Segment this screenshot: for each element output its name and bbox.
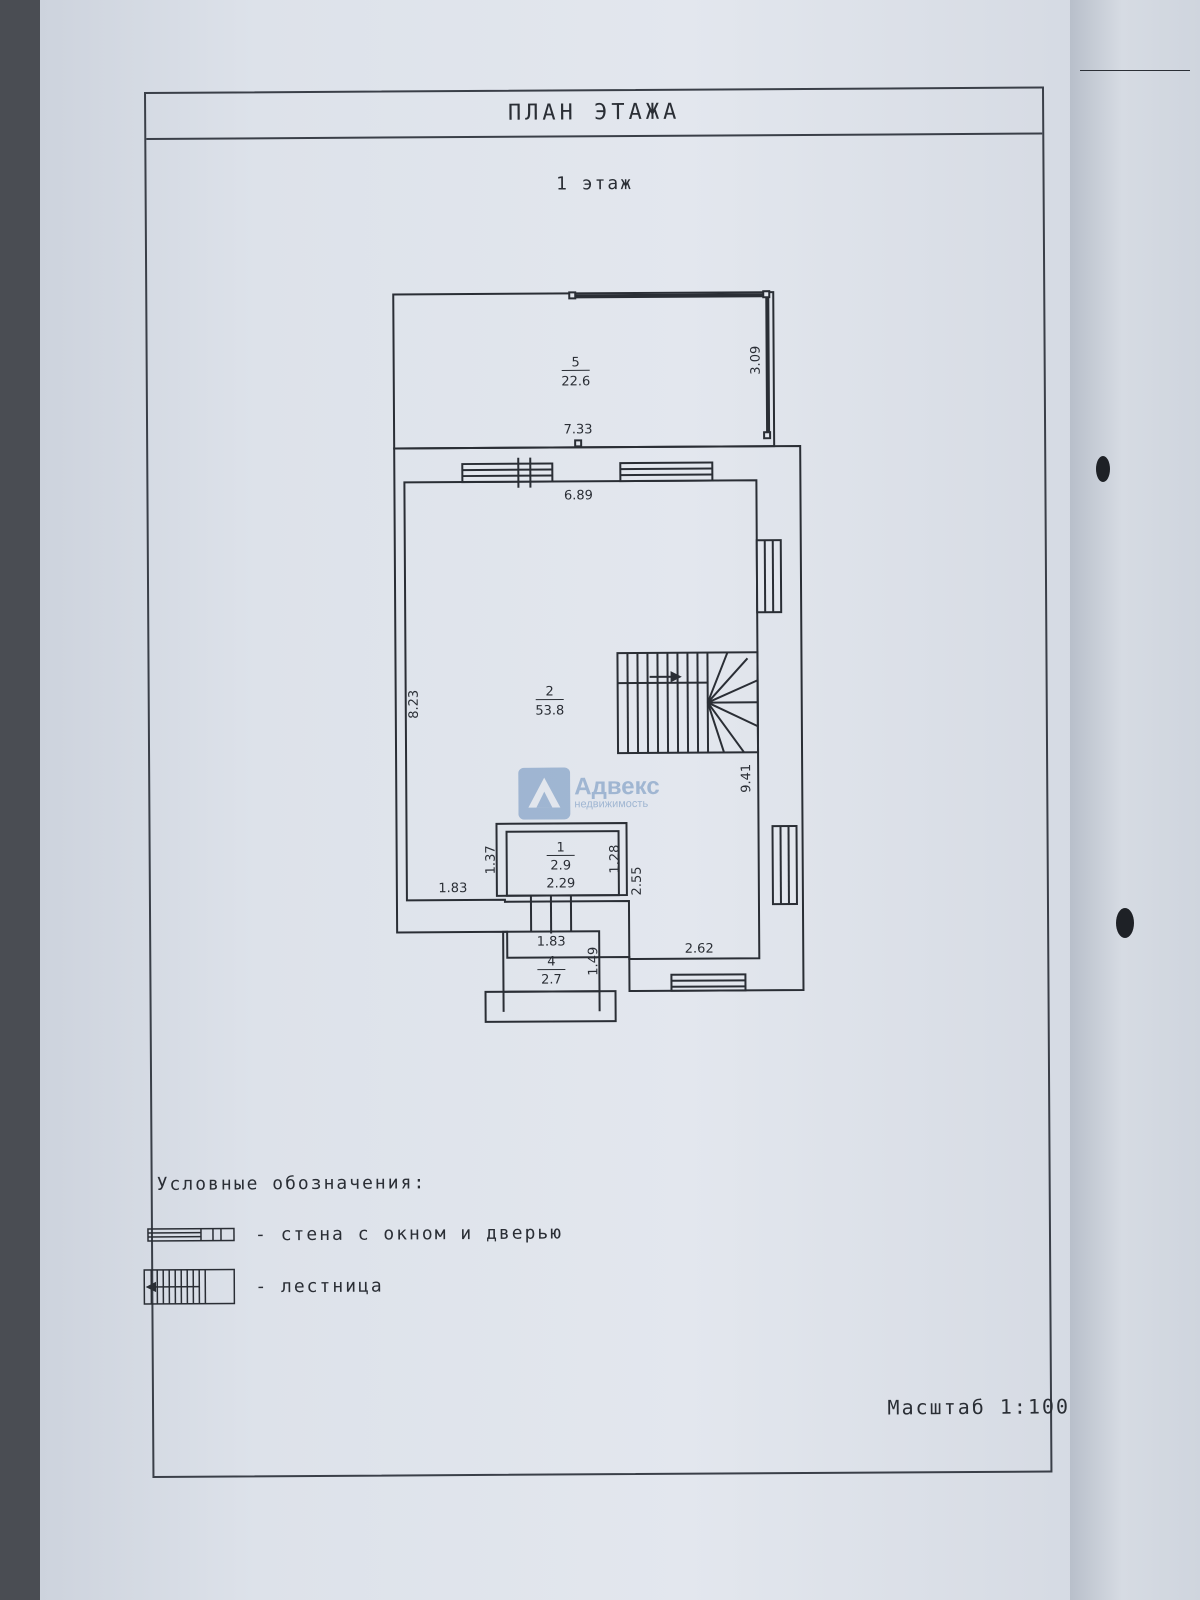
drawing-frame: ПЛАН ЭТАЖА 1 этаж [143,86,1070,1478]
dim-3-09: 3.09 [749,346,764,375]
dim-8-23: 8.23 [407,690,422,719]
watermark-logo: Адвекс недвижимость [518,767,660,820]
legend-label-wall: - стена с окном и дверью [254,1221,564,1245]
dim-1-83-left: 1.83 [438,881,467,896]
room-5-number: 5 [571,355,579,370]
legend-row-wall: - стена с окном и дверью [147,1215,563,1252]
dim-1-28: 1.28 [608,845,623,874]
dim-1-37: 1.37 [484,845,499,874]
window-top-right [619,461,714,483]
dim-2-29: 2.29 [546,876,575,891]
house-logo-icon [518,767,571,820]
scale-label: Масштаб 1:100 [887,1394,1071,1420]
dim-6-89: 6.89 [564,488,593,503]
paper-sheet [40,0,1120,1600]
dim-1-83-vestibule: 1.83 [537,934,566,949]
staircase-symbol-icon [143,1268,236,1305]
staircase [616,651,760,755]
binder-hole-top [1096,456,1110,482]
legend-row-stairs: - лестница [143,1268,384,1305]
legend-title: Условные обозначения: [156,1172,427,1195]
terrace-railing [573,293,771,437]
room-1-area: 2.9 [550,858,571,873]
room-1-number-label: 1 [556,840,564,855]
dim-2-55: 2.55 [630,866,645,895]
window-right-lower [771,825,798,906]
room-2-outline [403,479,761,961]
dim-2-62: 2.62 [685,942,714,957]
window-right-upper [755,539,783,614]
room-4-area: 2.7 [541,972,562,987]
floor-plan: 5 22.6 2 53.8 2 1 2.9 4 2.7 7.33 3.09 6.… [392,290,805,1023]
legend-label-stairs: - лестница [255,1275,384,1297]
wall-window-door-symbol-icon [147,1227,235,1242]
room-2-number: 2 [545,685,553,700]
watermark-name: Адвекс [574,772,660,801]
dim-7-33: 7.33 [564,422,593,437]
vestibule-walls [529,895,573,932]
room-2-area: 53.8 [535,703,564,718]
window-bottom [670,973,747,992]
dim-1-49: 1.49 [586,947,601,976]
room-5-area: 22.6 [561,374,590,389]
dim-9-41: 9.41 [739,764,754,793]
watermark-subtitle: недвижимость [574,797,649,811]
binder-hole-bottom [1116,908,1134,938]
room-4-number: 4 [547,955,555,970]
window-top-left [461,457,554,488]
next-page-edge [1070,0,1200,1600]
